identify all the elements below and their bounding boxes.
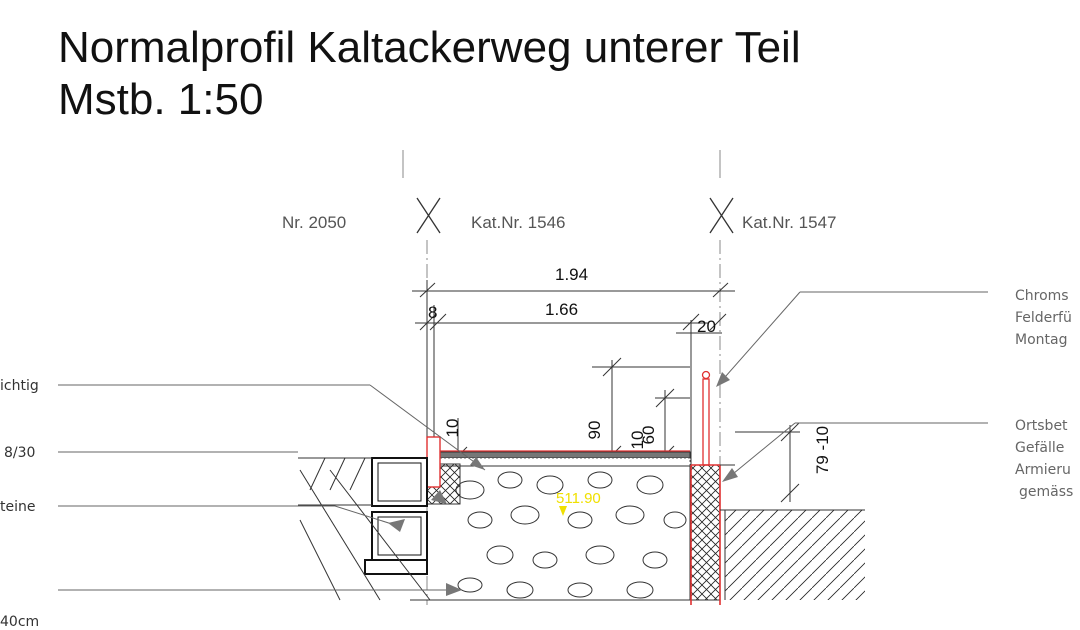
boundary-marker-left: [416, 197, 441, 234]
right-leader-arrows: [716, 372, 738, 482]
note-left-3: teine: [0, 499, 35, 515]
right-leaders: [717, 291, 988, 479]
note-right-bottom-1: Ortsbet: [1015, 418, 1068, 434]
dim-total-width: 1.94: [555, 265, 588, 284]
vertical-dimensions: [448, 357, 800, 503]
note-right-bottom-3: Armieru: [1015, 462, 1071, 478]
elevation-label: 511.90: [556, 490, 601, 507]
note-left-2: 8/30: [4, 445, 35, 461]
boundary-marker-right: [709, 197, 734, 234]
dim-layer-left: 10: [443, 419, 462, 438]
page-title: Normalprofil Kaltackerweg unterer Teil M…: [58, 22, 801, 126]
parcel-label-middle: Kat.Nr. 1546: [471, 213, 566, 232]
note-right-bottom-4: gemäss: [1019, 484, 1073, 500]
dim-inner-width: 1.66: [545, 300, 578, 319]
left-terrain: [298, 457, 431, 601]
note-right-bottom-2: Gefälle: [1015, 440, 1064, 456]
dim-layer-right: 10: [628, 431, 647, 450]
post: [701, 370, 711, 466]
note-right-top-1: Chroms: [1015, 288, 1069, 304]
note-left-4: 40cm: [0, 614, 39, 630]
parcel-label-right: Kat.Nr. 1547: [742, 213, 837, 232]
left-leaders: [58, 384, 486, 591]
dim-right-depth: 79 -10: [813, 426, 832, 474]
note-left-1: ichtig: [0, 378, 39, 394]
right-wall: [690, 464, 721, 605]
note-right-top-2: Felderfü: [1015, 310, 1072, 326]
note-right-top-3: Montag: [1015, 332, 1067, 348]
title-line-1: Normalprofil Kaltackerweg unterer Teil: [58, 23, 801, 72]
dim-height-90: 90: [585, 421, 604, 440]
elevation-marker: 511.90: [556, 490, 601, 516]
parcel-label-left: Nr. 2050: [282, 213, 346, 232]
title-line-2: Mstb. 1:50: [58, 75, 264, 124]
dimension-lines: [412, 280, 735, 465]
right-terrain: [720, 464, 865, 600]
left-leader-arrows: [388, 457, 485, 596]
left-curb: [426, 436, 461, 505]
gravel-foundation: [410, 465, 691, 601]
dim-right-offset: 20: [697, 317, 716, 336]
dim-left-offset: 8: [428, 303, 437, 322]
dim-height-60: 60: [639, 426, 658, 445]
